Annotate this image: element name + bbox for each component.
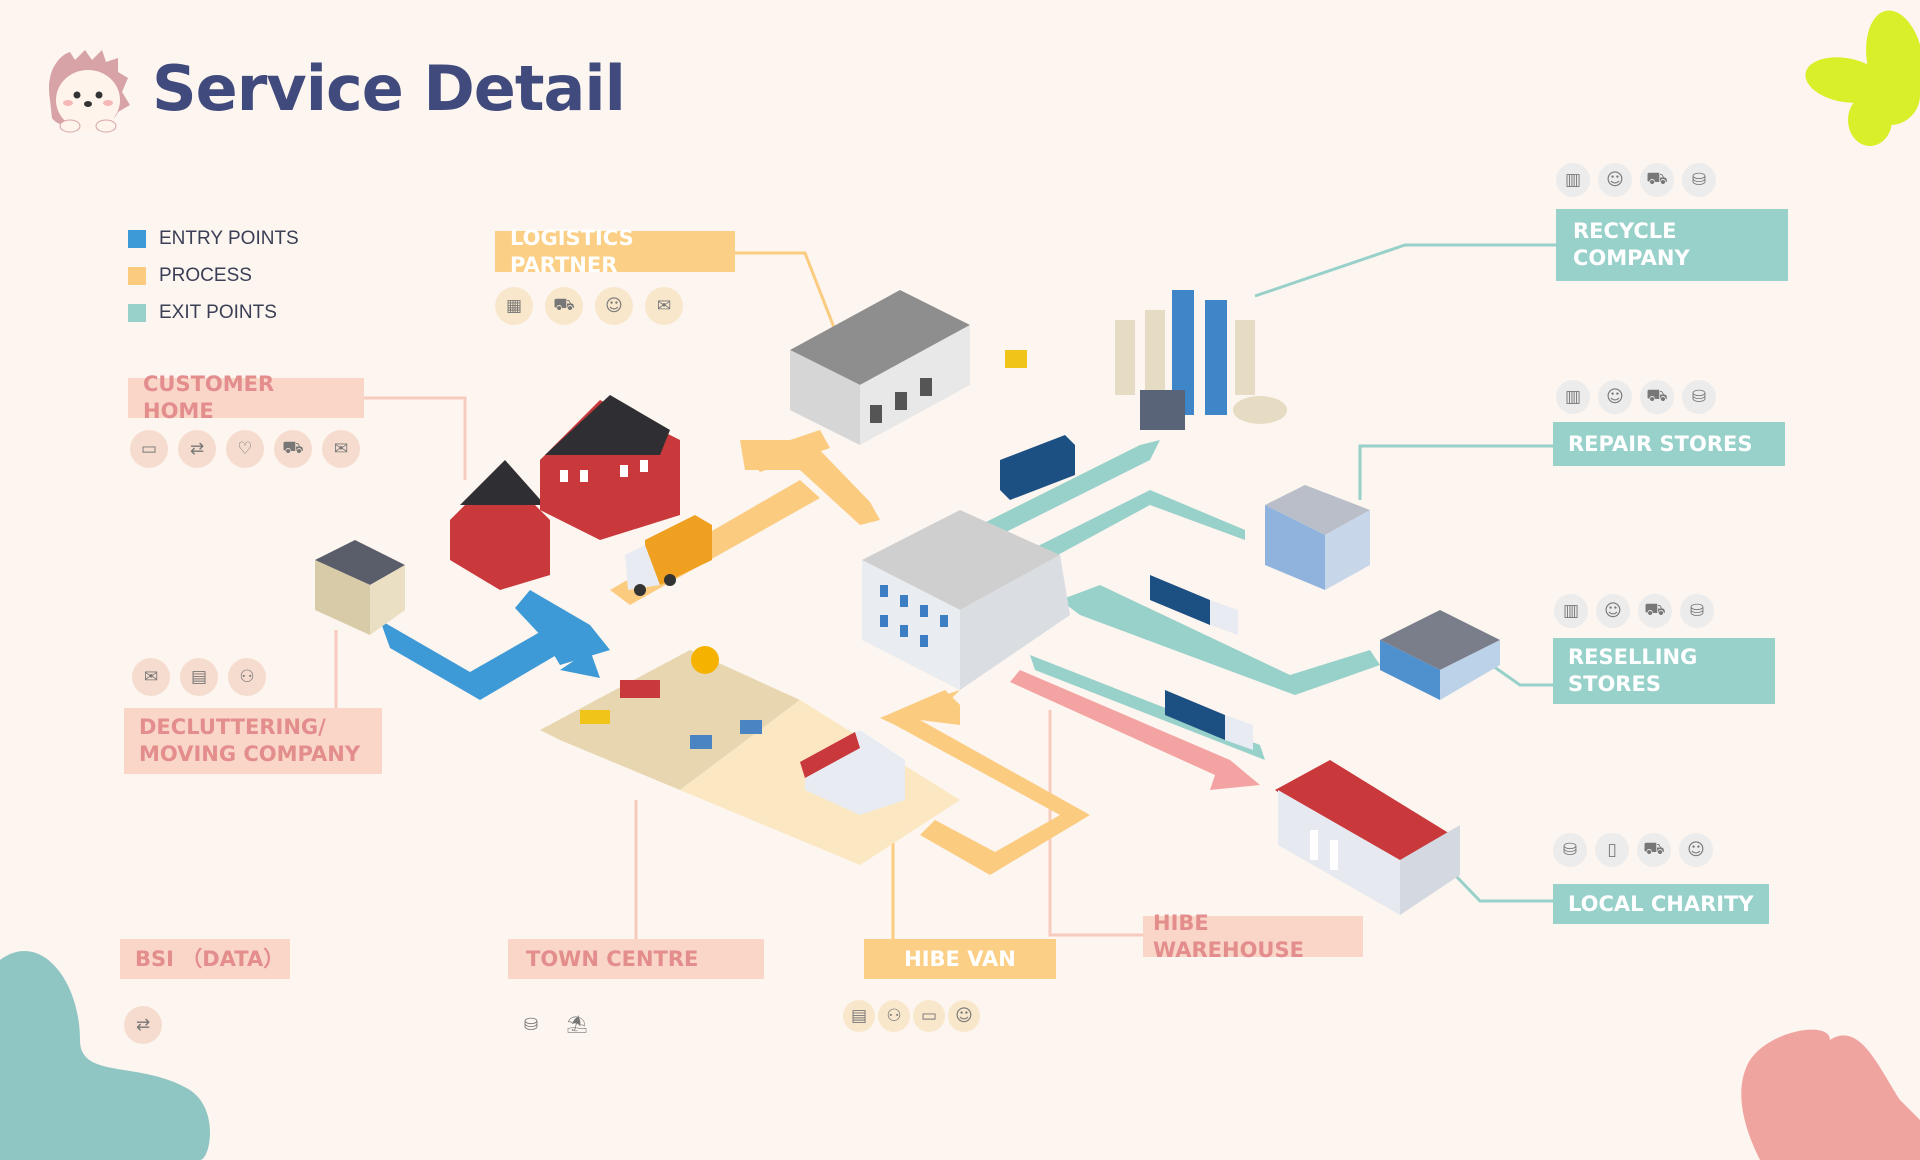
connector-charity: [1453, 873, 1553, 903]
coins-icon: ⛁: [1680, 594, 1714, 628]
data-transfer-icon: ⇄: [124, 1006, 162, 1044]
label-customer-home: CUSTOMER HOME: [128, 372, 364, 423]
computer-icon: ▭: [130, 430, 168, 468]
user-icon: ☺: [1598, 163, 1632, 197]
decluttering-house: [315, 540, 405, 635]
icons-reselling-stores: ▥ ☺ ⛟ ⛁: [1554, 594, 1726, 628]
legend: ENTRY POINTS PROCESS EXIT POINTS: [128, 220, 299, 331]
delivery-truck-icon: ⛟: [1637, 833, 1671, 867]
legend-swatch-exit: [128, 303, 146, 322]
connector-customer-home: [362, 396, 467, 480]
label-logistics-partner: LOGISTICS PARTNER: [495, 226, 735, 277]
blue-trucks: [1000, 435, 1253, 750]
meeting-icon: ⚇: [878, 1000, 910, 1032]
legend-process: PROCESS: [128, 257, 299, 294]
icons-customer-home: ▭ ⇄ ♡ ⛟ ✉: [130, 430, 372, 468]
legend-swatch-process: [128, 266, 146, 285]
delivery-truck-icon: ⛟: [545, 287, 583, 325]
coins-icon: ⛁: [523, 1015, 539, 1035]
local-charity-building: [1275, 760, 1460, 915]
legend-label: ENTRY POINTS: [159, 227, 299, 249]
meeting-icon: ⚇: [228, 658, 266, 696]
town-centre-market: [540, 646, 960, 865]
connector-lines: [334, 243, 1556, 940]
logistics-warehouse-building: [790, 290, 1027, 445]
orange-truck: [625, 515, 712, 596]
icons-logistics-partner: ▦ ⛟ ☺ ✉: [495, 287, 695, 325]
recycle-plant: [1115, 290, 1287, 430]
page-title: Service Detail: [152, 52, 626, 125]
label-hibe-van: HIBE VAN: [864, 939, 1056, 979]
bin-icon: ▥: [1554, 594, 1588, 628]
connector-recycle: [1254, 243, 1556, 298]
icons-bsi: ⇄: [124, 1006, 174, 1044]
coins-icon: ⛁: [1553, 833, 1587, 867]
waste-flow-arrow: [1010, 670, 1260, 790]
connector-warehouse: [1048, 710, 1145, 937]
label-reselling-stores: RESELLING STORES: [1553, 638, 1775, 704]
legend-entry-points: ENTRY POINTS: [128, 220, 299, 257]
screen-icon: ▭: [913, 1000, 945, 1032]
label-recycle-company: RECYCLE COMPANY: [1556, 209, 1788, 281]
delivery-truck-icon: ⛟: [1640, 380, 1674, 414]
label-repair-stores: REPAIR STORES: [1553, 422, 1785, 466]
chat-icon: ✉: [645, 287, 683, 325]
delivery-truck-icon: ⛟: [1640, 163, 1674, 197]
courier-icon: ☺: [595, 287, 633, 325]
mail-icon: ✉: [322, 430, 360, 468]
icons-local-charity: ⛁ ▯ ⛟ ☺: [1553, 833, 1725, 867]
entry-flow-arrows: [380, 590, 610, 700]
charity-hands-icon: ♡: [226, 430, 264, 468]
icons-hibe-van: ▤ ⚇ ▭ ☺: [843, 1000, 992, 1032]
coins-icon: ⛁: [1682, 163, 1716, 197]
exchange-icon: ⇄: [178, 430, 216, 468]
spreadsheet-icon: ▦: [495, 287, 533, 325]
icons-decluttering: ✉ ▤ ⚇: [132, 658, 278, 696]
hedgehog-logo-icon: [49, 50, 130, 133]
legend-exit-points: EXIT POINTS: [128, 294, 299, 331]
exit-flow-arrows: [980, 440, 1380, 760]
document-icon: ▤: [180, 658, 218, 696]
phone-icon: ▯: [1595, 833, 1629, 867]
legend-label: PROCESS: [159, 264, 252, 286]
icons-repair-stores: ▥ ☺ ⛟ ⛁: [1556, 380, 1728, 414]
label-local-charity: LOCAL CHARITY: [1553, 884, 1769, 924]
bin-icon: ▥: [1556, 163, 1590, 197]
delivery-truck-icon: ⛟: [1638, 594, 1672, 628]
user-icon: ☺: [1596, 594, 1630, 628]
reselling-store-building: [1380, 610, 1500, 700]
label-decluttering: DECLUTTERING/ MOVING COMPANY: [124, 708, 382, 774]
legend-swatch-entry: [128, 229, 146, 248]
connector-repair: [1358, 444, 1555, 500]
label-bsi: BSI （DATA）: [120, 939, 290, 979]
legend-label: EXIT POINTS: [159, 301, 277, 323]
decor-lime-flower: [1805, 10, 1920, 146]
customer-home-houses: [450, 395, 680, 590]
label-hibe-warehouse: HIBE WAREHOUSE: [1143, 911, 1363, 962]
repair-store-building: [1265, 485, 1370, 590]
mail-icon: ✉: [132, 658, 170, 696]
decor-teal-blob: [0, 951, 210, 1160]
connector-logistics: [735, 251, 837, 331]
label-town-centre: TOWN CENTRE: [508, 939, 764, 979]
coins-icon: ⛁: [1682, 380, 1716, 414]
user-icon: ☺: [1598, 380, 1632, 414]
market-stall-icon: ⛱: [566, 1015, 588, 1035]
user-check-icon: ☺: [948, 1000, 980, 1032]
delivery-truck-icon: ⛟: [274, 430, 312, 468]
icons-recycle-company: ▥ ☺ ⛟ ⛁: [1556, 163, 1728, 197]
bin-icon: ▥: [1556, 380, 1590, 414]
decor-pink-blob: [1741, 1029, 1920, 1160]
user-icon: ☺: [1679, 833, 1713, 867]
document-icon: ▤: [843, 1000, 875, 1032]
icons-town-centre: ⛁ ⛱: [512, 1006, 608, 1044]
hibe-warehouse-building: [862, 510, 1070, 690]
